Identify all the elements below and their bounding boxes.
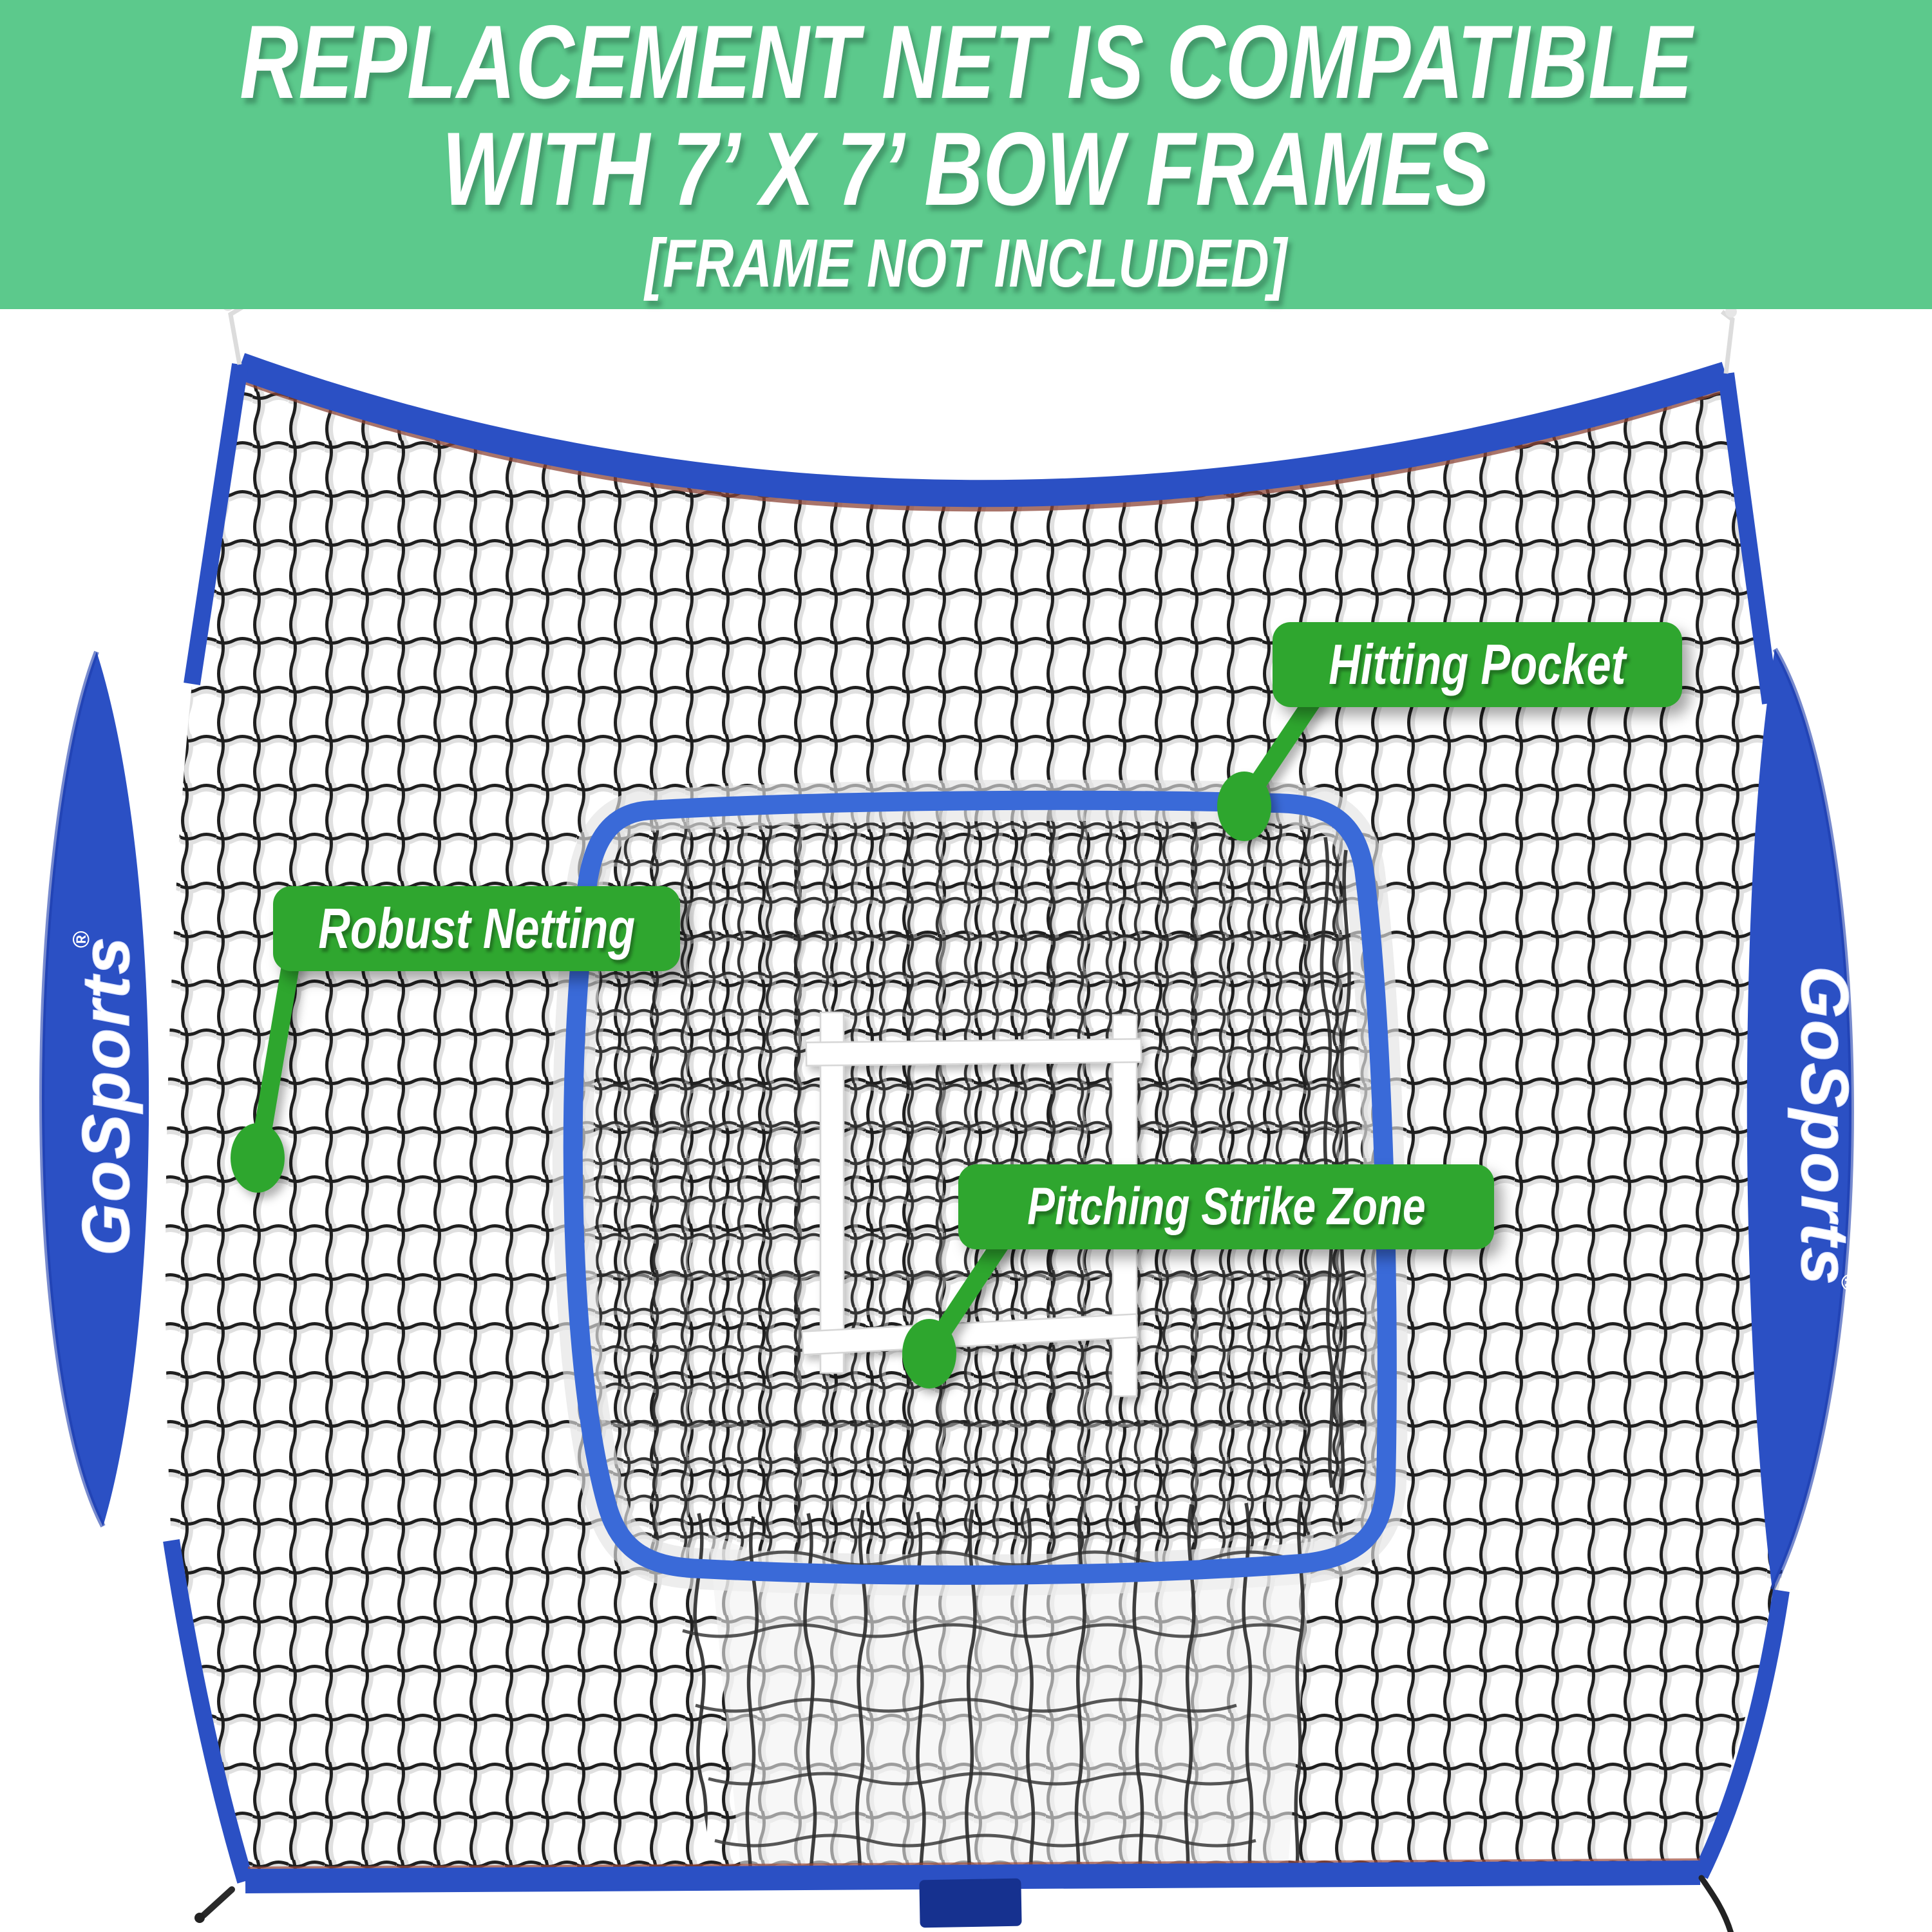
gosports-logo-right: GoSports ® [1786, 965, 1863, 1291]
side-panel-left: GoSports ® [39, 650, 149, 1528]
side-panel-right: GoSports ® [1747, 647, 1863, 1591]
bottom-left-zipper-pull [194, 1913, 205, 1923]
svg-text:®: ® [1837, 1274, 1863, 1291]
top-right-string [1720, 310, 1735, 374]
callout-stem-pitching-strike-zone [902, 1233, 1011, 1388]
callout-hitting-pocket-label: Hitting Pocket [1329, 632, 1626, 696]
svg-text:GoSports: GoSports [69, 935, 144, 1256]
callout-stem-hitting-pocket [1217, 690, 1323, 841]
net-trim [163, 353, 1790, 1928]
left-lower-trim [163, 1539, 254, 1884]
svg-text:GoSports: GoSports [1787, 966, 1862, 1287]
strike-zone-left-strip [819, 1011, 845, 1374]
callout-pitching-strike-zone: Pitching Strike Zone [958, 1164, 1494, 1249]
hitting-pocket-border [563, 790, 1397, 1585]
callout-hitting-pocket: Hitting Pocket [1273, 622, 1682, 707]
header-line-2: WITH 7’ X 7’ BOW FRAMES [442, 111, 1490, 227]
header-line-1: REPLACEMENT NET IS COMPATIBLE [240, 4, 1692, 120]
bottom-right-string [1698, 1875, 1734, 1932]
callout-dot-pitching-strike-zone [902, 1319, 956, 1388]
header-line-3: [FRAME NOT INCLUDED] [645, 225, 1287, 301]
callout-robust-netting: Robust Netting [273, 886, 680, 971]
callout-stem-robust-netting [231, 953, 300, 1193]
left-upper-trim [184, 363, 249, 685]
callout-pitching-strike-zone-label: Pitching Strike Zone [1027, 1177, 1426, 1236]
bottom-left-zipper [200, 1886, 235, 1918]
bottom-bar [245, 1861, 1701, 1893]
top-left-string [228, 304, 245, 365]
right-lower-trim [1692, 1589, 1790, 1879]
top-trim-hem [242, 379, 1725, 512]
corner-details [194, 299, 1737, 1932]
svg-text:®: ® [68, 931, 94, 948]
strike-zone-bottom-strip [801, 1313, 1139, 1356]
callout-dot-robust-netting [231, 1123, 285, 1193]
right-upper-trim [1718, 372, 1779, 705]
bottom-center-tab [919, 1878, 1022, 1928]
callout-dot-hitting-pocket [1217, 772, 1271, 841]
gosports-logo-left: GoSports ® [68, 931, 144, 1256]
strike-zone-top-strip [805, 1038, 1142, 1066]
callout-robust-netting-label: Robust Netting [318, 896, 635, 960]
top-trim [235, 353, 1730, 507]
header-banner: REPLACEMENT NET IS COMPATIBLE WITH 7’ X … [0, 0, 1932, 309]
